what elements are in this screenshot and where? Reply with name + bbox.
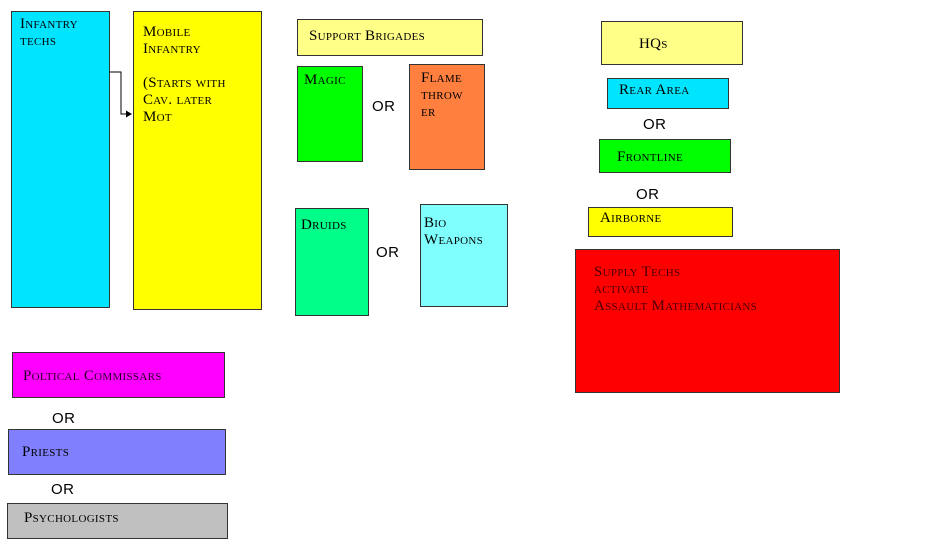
or-commissars-priests: OR: [52, 410, 76, 427]
psychologists-box: Psychologists: [7, 503, 228, 539]
support-brigades-box: Support Brigades: [297, 19, 483, 56]
flamethrower-box: Flame throw er: [409, 64, 485, 170]
or-priests-psychologists: OR: [51, 481, 75, 498]
magic-box: Magic: [297, 66, 363, 162]
druids-box: Druids: [295, 208, 369, 316]
hqs-box: HQs: [601, 21, 743, 65]
rear-area-box: Rear Area: [607, 78, 729, 109]
mobile-infantry-box: Mobile Infantry (Starts with Cav. later …: [133, 11, 262, 310]
bio-weapons-box: Bio Weapons: [420, 204, 508, 307]
or-frontline-airborne: OR: [636, 186, 660, 203]
or-druids-bio-weapons: OR: [376, 244, 400, 261]
priests-box: Priests: [8, 429, 226, 475]
supply-techs-box: Supply Techs activate Assault Mathematic…: [575, 249, 840, 393]
political-commissars-box: Poltical Commissars: [12, 352, 225, 398]
infantry-techs-box: Infantry techs: [11, 11, 110, 308]
or-magic-flamethrower: OR: [372, 98, 396, 115]
or-rear-area-frontline: OR: [643, 116, 667, 133]
airborne-box: Airborne: [588, 207, 733, 237]
frontline-box: Frontline: [599, 139, 731, 173]
